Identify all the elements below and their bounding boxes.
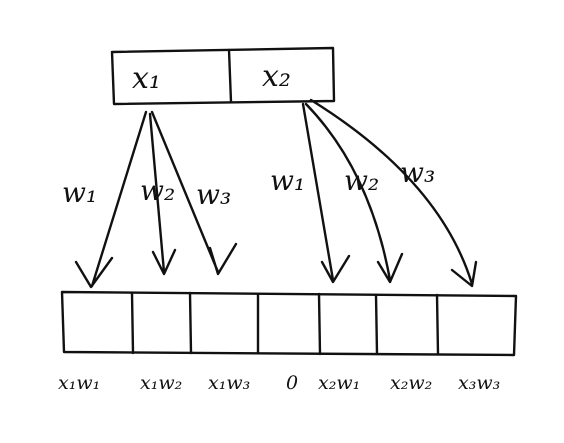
- output-label-5: x₂w₁: [318, 372, 360, 394]
- output-label-1: x₁w₁: [58, 372, 100, 394]
- input-cell-x1: x₁: [132, 61, 161, 96]
- output-cell-divider: [130, 291, 135, 355]
- output-label-2: x₁w₂: [140, 372, 182, 394]
- arrow-x1-w1: [74, 110, 148, 289]
- output-label-4: 0: [286, 372, 298, 394]
- weight-label-w3: w₃: [400, 156, 435, 189]
- weight-labels-left: w₁ w₂ w₃: [62, 174, 231, 211]
- arrow-x1-w3: [150, 110, 238, 276]
- arrow-x1-w2: [148, 112, 177, 276]
- output-label-7: x₃w₃: [458, 372, 500, 394]
- arrow-x2-w3: [309, 98, 478, 288]
- weight-label-w1: w₁: [62, 176, 97, 209]
- input-box-divider: [227, 48, 233, 104]
- weight-labels-right: w₁ w₂ w₃: [270, 156, 435, 197]
- weight-label-w1: w₁: [270, 164, 305, 197]
- arrow-x2-w1: [301, 102, 351, 284]
- weight-label-w2: w₂: [344, 164, 379, 197]
- arrow-x2-w2: [304, 102, 404, 284]
- weight-label-w2: w₂: [140, 174, 175, 207]
- arrows-from-x1: [74, 110, 238, 289]
- output-cell-divider: [374, 293, 379, 356]
- weight-label-w3: w₃: [196, 178, 231, 211]
- output-label-3: x₁w₃: [208, 372, 250, 394]
- output-row-outline: [60, 290, 518, 357]
- input-cell-x2: x₂: [262, 59, 291, 94]
- output-label-6: x₂w₂: [390, 372, 432, 394]
- output-row: [60, 290, 518, 357]
- output-cell-divider: [317, 292, 322, 356]
- input-box-outline: [110, 46, 336, 106]
- output-labels: x₁w₁ x₁w₂ x₁w₃ 0 x₂w₁ x₂w₂ x₃w₃: [58, 372, 500, 394]
- arrows-from-x2: [301, 98, 478, 288]
- output-cell-divider: [188, 291, 193, 355]
- output-cell-divider: [435, 293, 440, 356]
- input-box: x₁ x₂: [110, 46, 336, 106]
